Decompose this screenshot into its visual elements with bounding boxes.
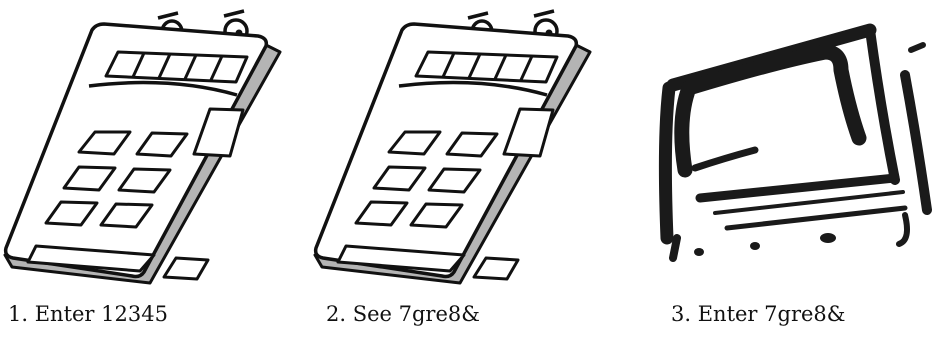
step-3-caption: 3. Enter 7gre8& <box>671 302 845 326</box>
computer-monitor-icon <box>655 0 937 300</box>
step-1-panel <box>0 0 300 300</box>
step-2-caption: 2. See 7gre8& <box>326 302 480 326</box>
step-2-panel <box>310 0 610 300</box>
calculator-icon <box>310 0 610 300</box>
step-3-panel <box>655 0 937 300</box>
calculator-icon <box>0 0 300 300</box>
step-1-caption: 1. Enter 12345 <box>8 302 168 326</box>
